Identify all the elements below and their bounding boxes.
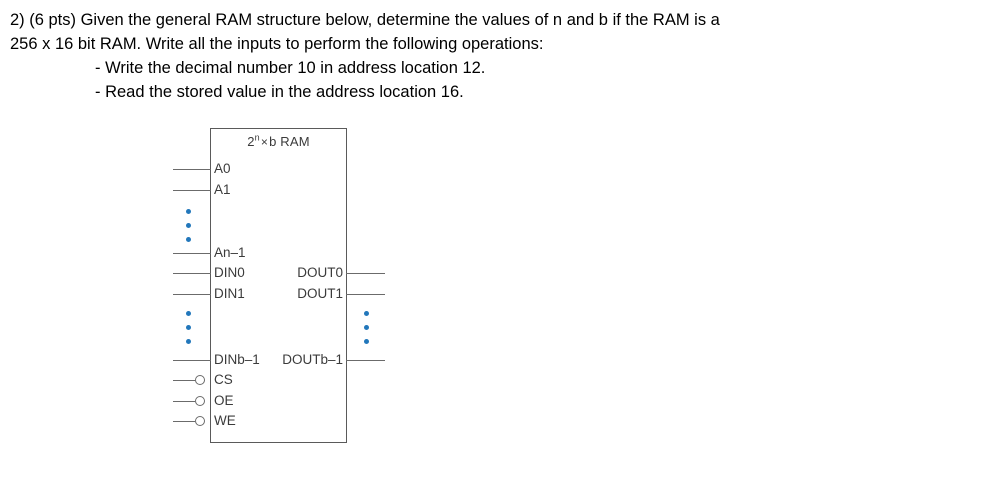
ellipsis-dot: [186, 311, 191, 316]
pin-label-a0: A0: [214, 161, 231, 176]
ellipsis-dot: [186, 223, 191, 228]
ellipsis-dot: [186, 237, 191, 242]
multiply-icon: ×: [260, 135, 269, 149]
pin-label-dout0: DOUT0: [297, 265, 343, 280]
pin-label-an-1: An–1: [214, 245, 246, 260]
ellipsis-dot: [186, 339, 191, 344]
pin-label-a1: A1: [214, 182, 231, 197]
pin-label-din0: DIN0: [214, 265, 245, 280]
inversion-bubble-cs-icon: [195, 375, 205, 385]
ellipsis-dot: [186, 209, 191, 214]
wire-output-doutb-1: [346, 360, 385, 361]
pin-label-cs: CS: [214, 372, 233, 387]
data-out-ellipsis-dots: [364, 311, 369, 344]
wire-input-cs: [173, 380, 195, 381]
ellipsis-dot: [364, 339, 369, 344]
wire-input-a0: [173, 169, 211, 170]
address-ellipsis-dots: [186, 209, 191, 242]
ram-title-suffix: b RAM: [269, 134, 310, 149]
wire-input-din1: [173, 294, 211, 295]
wire-input-an-1: [173, 253, 211, 254]
wire-input-dinb-1: [173, 360, 211, 361]
data-in-ellipsis-dots: [186, 311, 191, 344]
wire-output-dout0: [346, 273, 385, 274]
question-line-1: 2) (6 pts) Given the general RAM structu…: [10, 11, 720, 29]
ram-chip-outline: [210, 128, 347, 443]
ram-chip-title: 2n×b RAM: [210, 132, 347, 149]
inversion-bubble-we-icon: [195, 416, 205, 426]
ram-title-exponent: n: [254, 132, 260, 143]
wire-input-din0: [173, 273, 211, 274]
question-text-block: 2) (6 pts) Given the general RAM structu…: [10, 8, 970, 104]
wire-input-oe: [173, 401, 195, 402]
wire-input-we: [173, 421, 195, 422]
ram-title-base: 2: [247, 134, 255, 149]
ellipsis-dot: [186, 325, 191, 330]
question-bullet-2: - Read the stored value in the address l…: [95, 83, 464, 101]
inversion-bubble-oe-icon: [195, 396, 205, 406]
wire-output-dout1: [346, 294, 385, 295]
ellipsis-dot: [364, 325, 369, 330]
pin-label-oe: OE: [214, 393, 234, 408]
pin-label-we: WE: [214, 413, 236, 428]
pin-label-dout1: DOUT1: [297, 286, 343, 301]
ellipsis-dot: [364, 311, 369, 316]
pin-label-dinb-1: DINb–1: [214, 352, 260, 367]
pin-label-doutb-1: DOUTb–1: [282, 352, 343, 367]
question-line-2: 256 x 16 bit RAM. Write all the inputs t…: [10, 35, 544, 53]
question-bullet-1: - Write the decimal number 10 in address…: [95, 59, 486, 77]
pin-label-din1: DIN1: [214, 286, 245, 301]
wire-input-a1: [173, 190, 211, 191]
